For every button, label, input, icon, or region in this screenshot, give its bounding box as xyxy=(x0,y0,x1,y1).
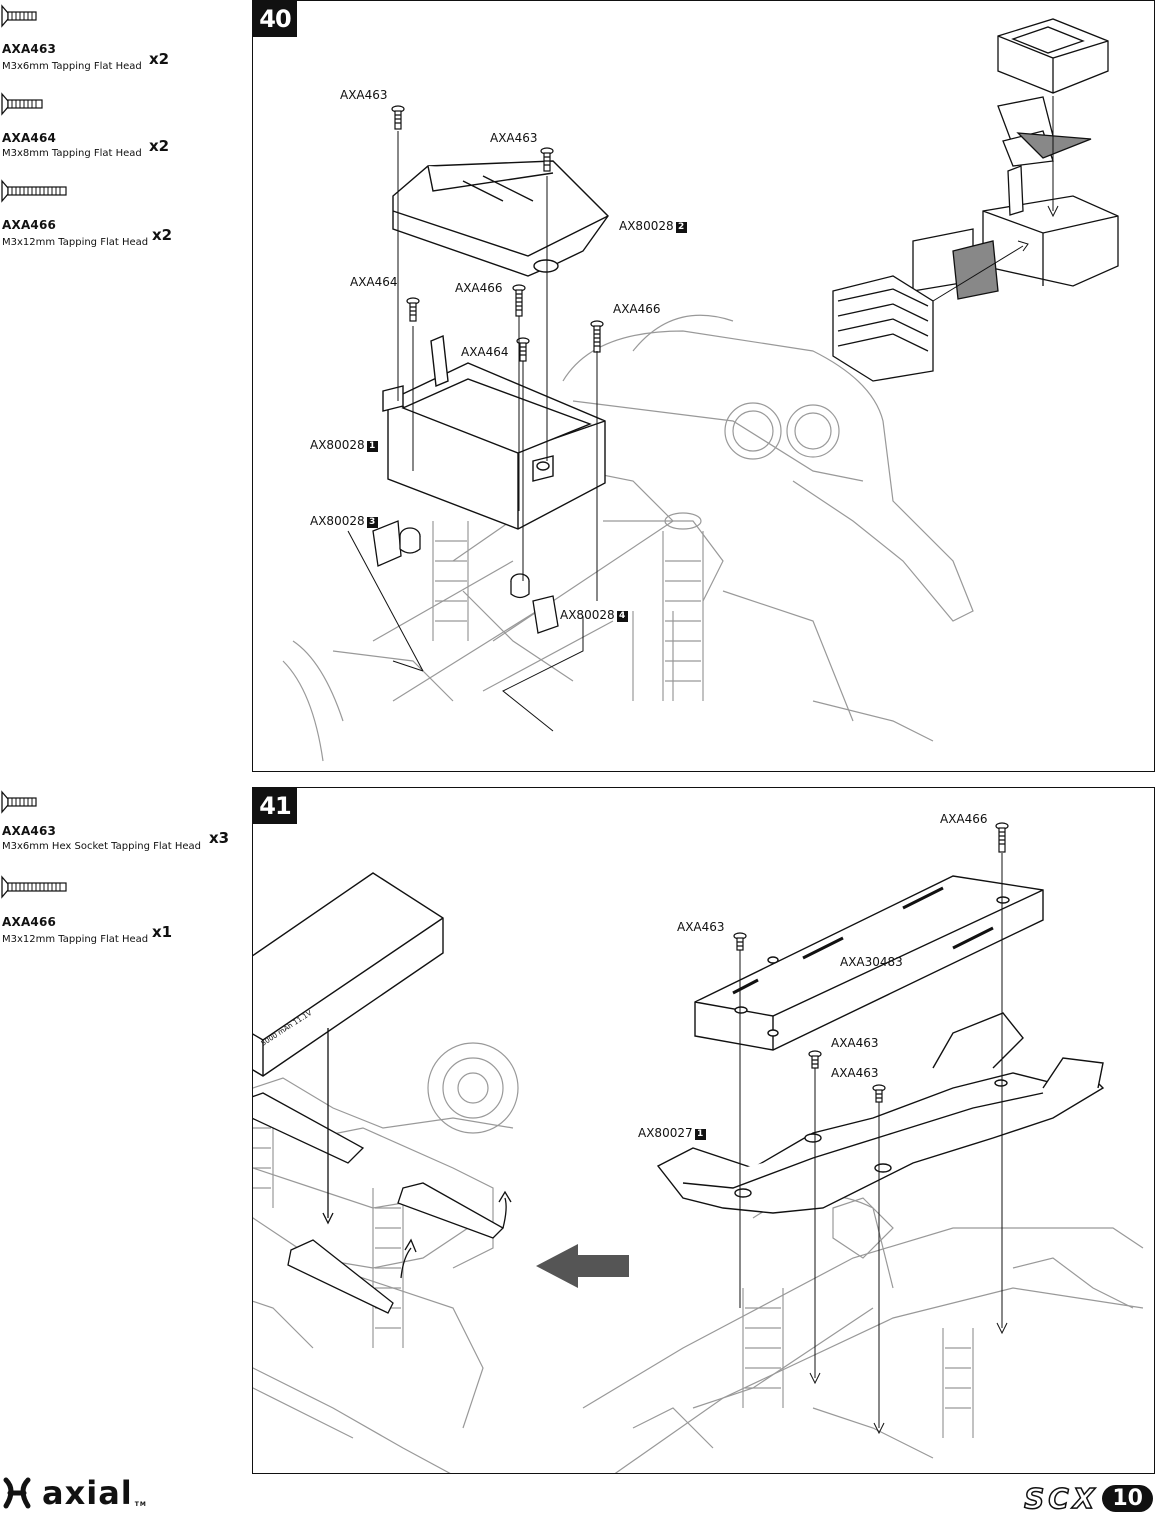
brand-right: SCX xyxy=(1023,1481,1099,1515)
part-index-badge: 1 xyxy=(694,1129,706,1140)
battery-strap xyxy=(253,1092,365,1164)
direction-arrow-icon xyxy=(536,1244,629,1288)
callout-axa463: AXA463 xyxy=(490,131,538,145)
hardware-desc: M3x12mm Tapping Flat Head xyxy=(2,237,149,248)
step-40-panel: 40 xyxy=(252,0,1155,772)
battery-tray-cage xyxy=(656,1012,1105,1214)
hardware-legend-step40: AXA463 M3x6mm Tapping Flat Head x2 AXA46… xyxy=(0,0,240,260)
hardware-code: AXA464 xyxy=(2,131,57,145)
exploded-box-detail xyxy=(832,18,1119,382)
hardware-desc: M3x8mm Tapping Flat Head xyxy=(2,148,142,159)
callout-axa463: AXA463 xyxy=(831,1066,879,1080)
hardware-code: AXA466 xyxy=(2,915,57,929)
hardware-qty: x2 xyxy=(149,50,170,68)
part-index-badge: 4 xyxy=(616,611,628,622)
scx10-logo: SCX 10 xyxy=(1023,1481,1153,1515)
battery-strap xyxy=(287,1239,394,1314)
short-screw-icon xyxy=(1,790,37,814)
callout-axa466: AXA466 xyxy=(455,281,503,295)
callout-axa466: AXA466 xyxy=(613,302,661,316)
battery-tray-plate xyxy=(694,875,1044,1051)
callout-axa463: AXA463 xyxy=(340,88,388,102)
part-index-badge: 3 xyxy=(366,517,378,528)
callout-axa466: AXA466 xyxy=(940,812,988,826)
hardware-code: AXA463 xyxy=(2,824,57,838)
step-number: 40 xyxy=(253,1,297,37)
callout-axa463: AXA463 xyxy=(831,1036,879,1050)
hardware-code: AXA466 xyxy=(2,218,57,232)
hardware-code: AXA463 xyxy=(2,42,57,56)
long-screw-icon xyxy=(1,179,67,203)
part-index-badge: 2 xyxy=(675,222,687,233)
medium-screw-icon xyxy=(1,92,43,116)
callout-axa463: AXA463 xyxy=(677,920,725,934)
brand-right-num: 10 xyxy=(1102,1485,1153,1512)
hardware-qty: x1 xyxy=(152,923,173,941)
battery-pack xyxy=(253,872,444,1077)
step-41-panel: 41 5000 mAh 11.1V xyxy=(252,787,1155,1474)
callout-axa464: AXA464 xyxy=(350,275,398,289)
callout-axa464: AXA464 xyxy=(461,345,509,359)
axial-emblem-icon xyxy=(3,1477,31,1509)
brand-left: axial xyxy=(42,1474,133,1512)
hardware-desc: M3x12mm Tapping Flat Head xyxy=(2,934,149,945)
hardware-qty: x2 xyxy=(149,137,170,155)
hardware-desc: M3x6mm Hex Socket Tapping Flat Head xyxy=(2,841,201,852)
long-screw-icon xyxy=(1,875,67,899)
hardware-qty: x3 xyxy=(209,829,230,847)
trademark: TM xyxy=(134,1501,147,1508)
receiver-box xyxy=(382,334,606,530)
battery-strap xyxy=(397,1182,505,1239)
step-number: 41 xyxy=(253,788,297,824)
receiver-box-lid xyxy=(392,160,609,277)
step-40-illustration xyxy=(282,18,1119,762)
short-screw-icon xyxy=(1,4,37,28)
hardware-qty: x2 xyxy=(152,226,173,244)
callout-axa30483: AXA30483 xyxy=(840,955,903,969)
axial-logo: axial TM xyxy=(0,1476,147,1510)
hardware-desc: M3x6mm Tapping Flat Head xyxy=(2,61,142,72)
part-index-badge: 1 xyxy=(366,441,378,452)
step-41-illustration: 5000 mAh 11.1V xyxy=(253,822,1144,1473)
clip-part xyxy=(372,520,402,567)
hardware-legend-step41: AXA463 M3x6mm Hex Socket Tapping Flat He… xyxy=(0,786,240,956)
